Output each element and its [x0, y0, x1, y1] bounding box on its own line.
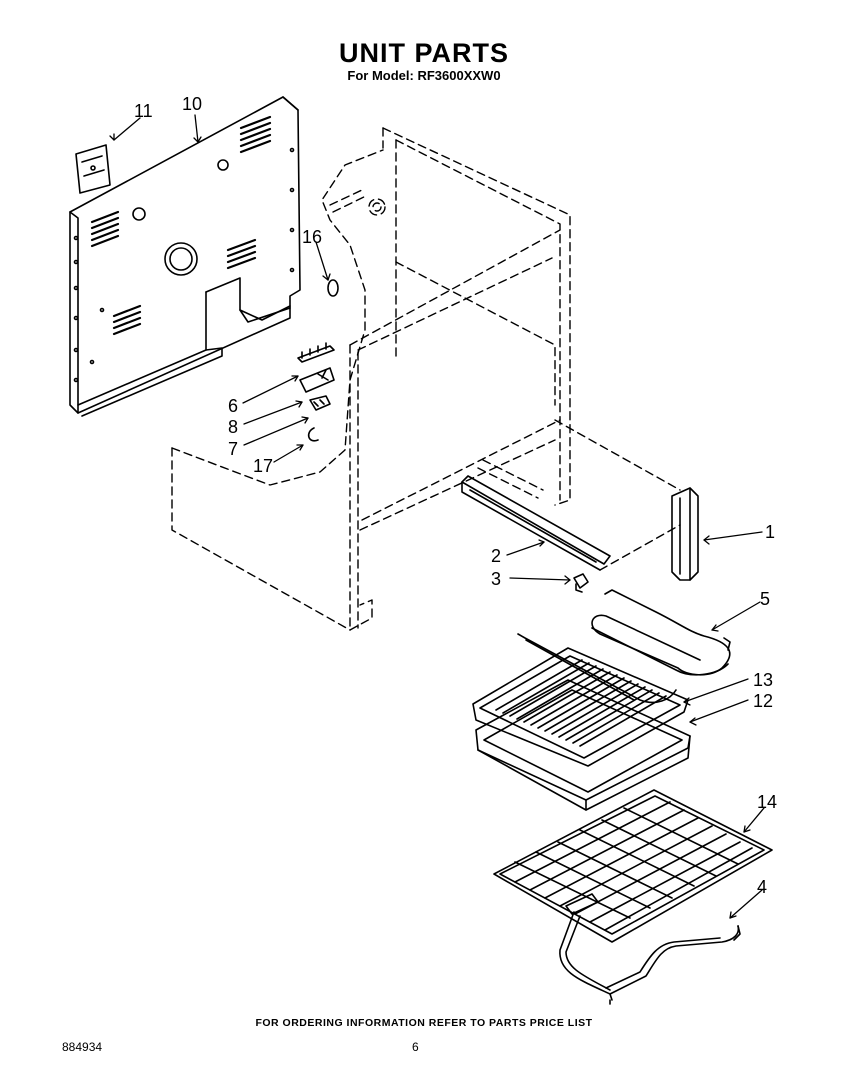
callout-7: 7: [228, 439, 238, 459]
callout-16: 16: [302, 227, 322, 247]
part-6-terminal-block: [297, 342, 335, 393]
document-number: 884934: [62, 1040, 103, 1054]
part-7-clip: [307, 427, 319, 442]
page-title: UNIT PARTS: [339, 38, 509, 68]
part-14-oven-rack: [493, 789, 773, 943]
part-13-broiler-grid: [472, 647, 689, 767]
page-number: 6: [412, 1040, 419, 1054]
callout-3: 3: [491, 569, 501, 589]
part-16-grommet: [327, 279, 339, 297]
part-8-connector: [309, 395, 331, 411]
part-3-clip: [573, 573, 589, 593]
callout-17: 17: [253, 456, 273, 476]
part-1-side-trim: [671, 487, 699, 581]
leader-lines: [109, 114, 765, 919]
callout-6: 6: [228, 396, 238, 416]
callout-11: 11: [134, 101, 153, 121]
part-2-rail: [461, 475, 611, 571]
callout-10: 10: [182, 94, 202, 114]
callout-14: 14: [757, 792, 777, 812]
part-10-back-panel: [69, 96, 301, 417]
callout-13: 13: [753, 670, 773, 690]
callout-5: 5: [760, 589, 770, 609]
part-12-broiler-pan: [475, 679, 691, 811]
part-4-bake-element: [559, 893, 741, 1005]
part-11-bracket: [75, 144, 111, 194]
callout-2: 2: [491, 546, 501, 566]
cabinet-body-outline: [171, 127, 681, 631]
callout-12: 12: [753, 691, 773, 711]
callout-8: 8: [228, 417, 238, 437]
ordering-note: FOR ORDERING INFORMATION REFER TO PARTS …: [255, 1017, 593, 1029]
model-subtitle: For Model: RF3600XXW0: [347, 68, 501, 83]
callout-1: 1: [765, 522, 775, 542]
callout-4: 4: [757, 877, 767, 897]
